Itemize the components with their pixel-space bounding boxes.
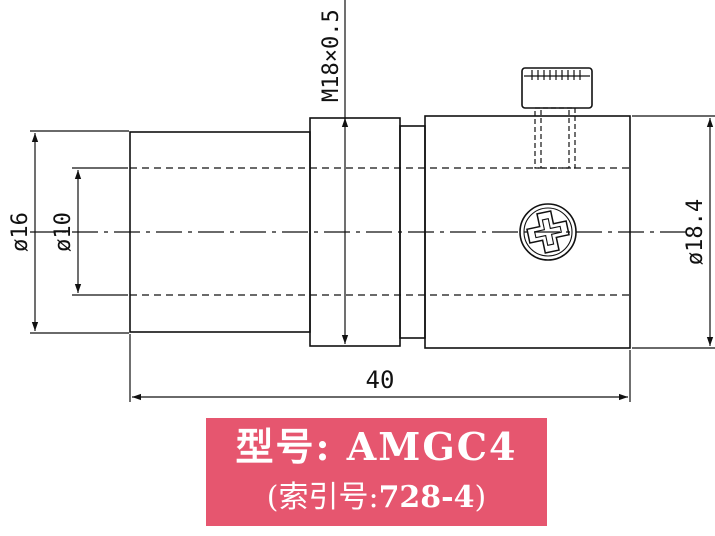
index-line: (索引号:728-4) xyxy=(206,476,547,520)
index-suffix: ) xyxy=(474,480,487,515)
dim-label-thread: M18×0.5 xyxy=(319,9,344,102)
dim-label-d10: ø10 xyxy=(51,212,76,252)
dim-label-d16: ø16 xyxy=(8,212,33,252)
model-prefix: 型号: xyxy=(235,424,332,469)
dim-label-length: 40 xyxy=(366,366,395,394)
set-screw-shank xyxy=(534,107,576,169)
index-number: 728-4 xyxy=(378,480,475,515)
side-screw xyxy=(519,203,577,261)
model-label-panel: 型号: AMGC4 (索引号:728-4) xyxy=(206,418,547,526)
dim-label-d18-4: ø18.4 xyxy=(683,199,708,265)
model-number: AMGC4 xyxy=(346,424,518,469)
model-line: 型号: AMGC4 xyxy=(206,422,547,472)
index-prefix: (索引号: xyxy=(266,480,379,515)
set-screw-head xyxy=(521,67,593,109)
cross-recess-icon xyxy=(526,210,570,254)
